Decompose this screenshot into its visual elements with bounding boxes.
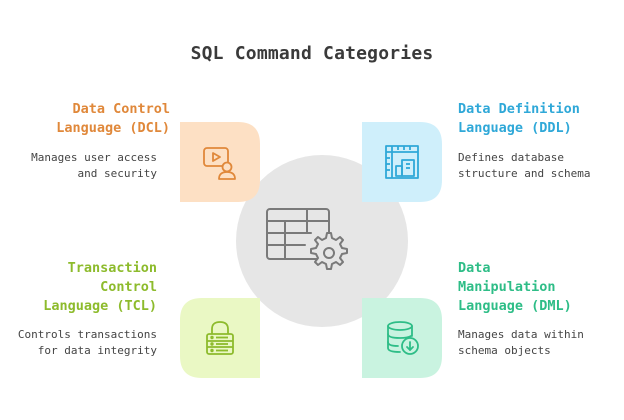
dcl-quadrant	[180, 122, 260, 202]
tcl-heading-line1: Transaction	[67, 260, 157, 276]
page-title: SQL Command Categories	[190, 43, 434, 64]
dml-heading-line2: Manipulation	[458, 279, 556, 295]
ddl-heading-line2: Language (DDL)	[458, 120, 572, 136]
database-download-icon	[387, 321, 419, 355]
dcl-desc-line1: Manages user access	[31, 151, 157, 164]
ddl-quadrant	[362, 122, 442, 202]
tcl-quadrant	[180, 298, 260, 378]
dml-heading-line3: Language (DML)	[458, 298, 572, 314]
tcl-desc-line2: for data integrity	[37, 344, 157, 357]
dcl-description: Manages user access and security	[20, 150, 157, 182]
dml-description: Manages data within schema objects	[458, 327, 618, 359]
dcl-desc-line2: and security	[77, 167, 157, 180]
dml-heading-line1: Data	[458, 260, 491, 276]
tcl-heading-line3: Language (TCL)	[43, 298, 157, 314]
dml-quadrant	[362, 298, 442, 378]
ddl-description: Defines database structure and schema	[458, 150, 618, 182]
dcl-heading-line1: Data Control	[72, 101, 170, 117]
blueprint-icon	[385, 145, 419, 179]
ddl-desc-line2: structure and schema	[458, 167, 591, 180]
dml-desc-line1: Manages data within	[458, 328, 584, 341]
table-gear-icon	[266, 208, 348, 270]
tcl-heading-line2: Control	[100, 279, 157, 295]
dml-desc-line2: schema objects	[458, 344, 551, 357]
lock-server-icon	[206, 321, 234, 355]
dml-heading: Data Manipulation Language (DML)	[458, 259, 618, 316]
ddl-desc-line1: Defines database	[458, 151, 564, 164]
dcl-heading: Data Control Language (DCL)	[20, 100, 170, 138]
dcl-heading-line2: Language (DCL)	[56, 120, 170, 136]
tcl-desc-line1: Controls transactions	[17, 328, 157, 341]
tcl-description: Controls transactions for data integrity	[10, 327, 157, 359]
tcl-heading: Transaction Control Language (TCL)	[20, 259, 157, 316]
video-user-icon	[203, 147, 236, 180]
ddl-heading: Data Definition Language (DDL)	[458, 100, 618, 138]
ddl-heading-line1: Data Definition	[458, 101, 580, 117]
